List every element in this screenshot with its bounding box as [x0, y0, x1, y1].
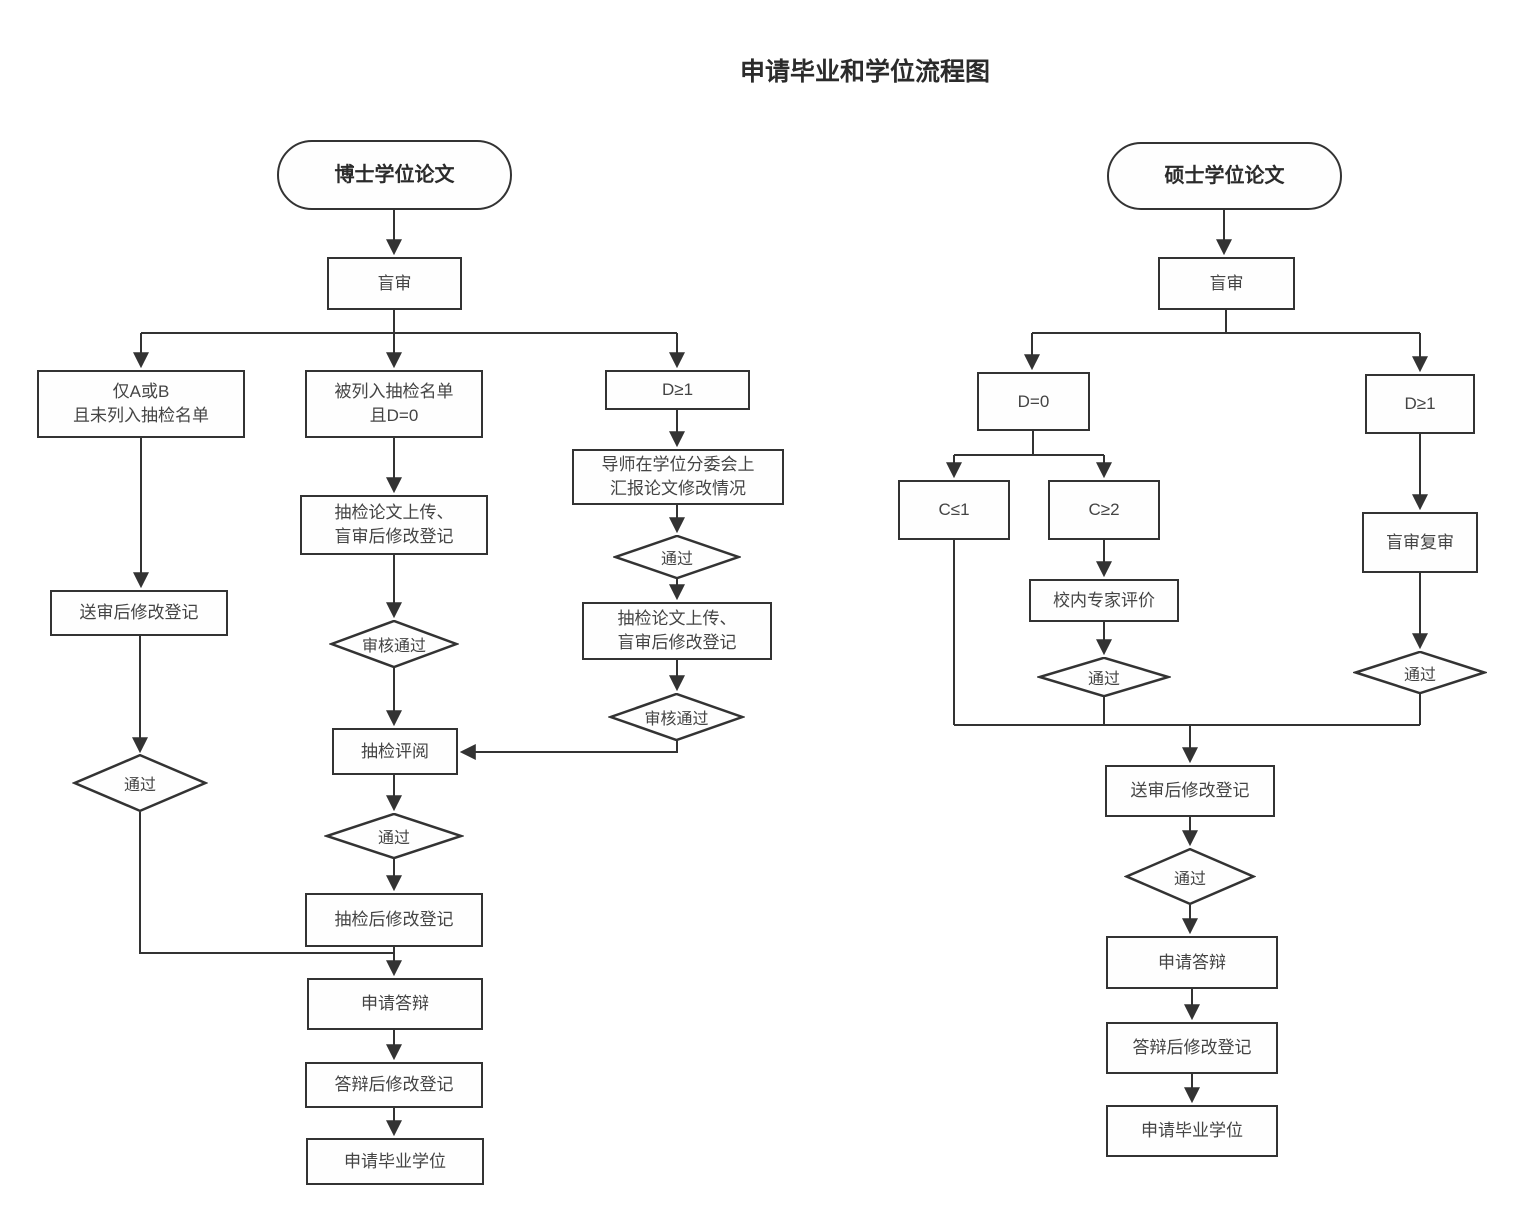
node-after-defense-reg-master: 答辩后修改登记 [1106, 1022, 1278, 1074]
send-review-reg-doctor-label: 送审后修改登记 [79, 603, 199, 623]
check-pass-right-label: 审核通过 [644, 711, 709, 728]
node-expert-eval: 校内专家评价 [1029, 579, 1179, 622]
node-apply-defense-master: 申请答辩 [1106, 936, 1278, 989]
decision-check-pass-right: 审核通过 [608, 693, 745, 741]
send-review-reg-master-label: 送审后修改登记 [1130, 781, 1250, 801]
apply-defense-master-label: 申请答辩 [1158, 952, 1226, 972]
apply-defense-doctor-label: 申请答辩 [361, 994, 429, 1014]
pass-after-review-label: 通过 [377, 830, 410, 847]
node-send-review-reg-doctor: 送审后修改登记 [50, 590, 228, 636]
after-defense-reg-doctor-label: 答辩后修改登记 [334, 1075, 454, 1095]
apply-degree-doctor-label: 申请毕业学位 [344, 1151, 446, 1171]
doctor-thesis-start-label: 博士学位论文 [334, 164, 455, 186]
check-pass-mid-label: 审核通过 [361, 638, 426, 655]
pass-left-label: 通过 [123, 777, 156, 794]
d-equals-0-label: D=0 [1017, 391, 1050, 411]
node-apply-defense-doctor: 申请答辩 [307, 978, 483, 1030]
decision-pass-after-review: 通过 [324, 813, 464, 859]
master-thesis-start-label: 硕士学位论文 [1164, 165, 1285, 187]
pass-recheck-label: 通过 [1403, 666, 1436, 684]
c-ge-2-label: C≥2 [1088, 500, 1120, 520]
apply-degree-master-label: 申请毕业学位 [1141, 1121, 1243, 1141]
node-doctor-thesis-start: 博士学位论文 [277, 140, 512, 210]
node-branch-d-ge-1: D≥1 [605, 370, 750, 410]
node-apply-degree-master: 申请毕业学位 [1106, 1105, 1278, 1157]
doctor-blind-review-label: 盲审 [377, 273, 412, 293]
c-le-1-label: C≤1 [938, 500, 970, 520]
node-after-spot-check-reg: 抽检后修改登记 [305, 893, 483, 947]
node-upload-mid: 抽检论文上传、 盲审后修改登记 [300, 495, 488, 555]
decision-pass-send-master: 通过 [1124, 848, 1256, 905]
node-d-ge-1-master: D≥1 [1365, 374, 1475, 434]
branch-only-ab-label: 仅A或B 且未列入抽检名单 [73, 382, 209, 425]
decision-pass-expert: 通过 [1037, 657, 1171, 697]
upload-mid-label: 抽检论文上传、 盲审后修改登记 [334, 503, 454, 546]
node-mentor-report: 导师在学位分委会上 汇报论文修改情况 [572, 449, 784, 505]
pass-send-master-label: 通过 [1173, 870, 1206, 888]
node-blind-recheck: 盲审复审 [1362, 512, 1478, 573]
node-spot-check-review: 抽检评阅 [332, 728, 458, 775]
node-upload-right: 抽检论文上传、 盲审后修改登记 [582, 602, 772, 660]
decision-pass-after-mentor: 通过 [613, 535, 741, 579]
pass-after-mentor-label: 通过 [660, 551, 693, 568]
connector-lines [139, 310, 1421, 954]
node-after-defense-reg-doctor: 答辩后修改登记 [305, 1062, 483, 1108]
branch-d-ge-1-label: D≥1 [661, 380, 694, 400]
mentor-report-label: 导师在学位分委会上 汇报论文修改情况 [601, 455, 755, 498]
node-doctor-blind-review: 盲审 [327, 257, 462, 310]
blind-recheck-label: 盲审复审 [1386, 532, 1454, 552]
page-title: 申请毕业和学位流程图 [739, 58, 990, 86]
master-blind-review-label: 盲审 [1209, 273, 1244, 293]
branch-listed-d0-label: 被列入抽检名单 且D=0 [334, 382, 454, 425]
node-c-le-1: C≤1 [898, 480, 1010, 540]
node-branch-only-ab: 仅A或B 且未列入抽检名单 [37, 370, 245, 438]
node-c-ge-2: C≥2 [1048, 480, 1160, 540]
spot-check-review-label: 抽检评阅 [361, 741, 429, 761]
after-spot-check-reg-label: 抽检后修改登记 [334, 910, 454, 930]
decision-pass-recheck: 通过 [1353, 651, 1487, 694]
node-apply-degree-doctor: 申请毕业学位 [306, 1138, 484, 1185]
after-defense-reg-master-label: 答辩后修改登记 [1132, 1038, 1252, 1058]
pass-expert-label: 通过 [1087, 671, 1120, 688]
node-master-blind-review: 盲审 [1158, 257, 1295, 310]
node-send-review-reg-master: 送审后修改登记 [1105, 765, 1275, 817]
node-master-thesis-start: 硕士学位论文 [1107, 142, 1342, 210]
node-d-equals-0: D=0 [977, 372, 1090, 431]
node-branch-listed-d0: 被列入抽检名单 且D=0 [305, 370, 483, 438]
decision-check-pass-mid: 审核通过 [329, 620, 459, 668]
decision-pass-left: 通过 [72, 754, 208, 812]
upload-right-label: 抽检论文上传、 盲审后修改登记 [617, 609, 737, 652]
d-ge-1-master-label: D≥1 [1404, 394, 1436, 414]
expert-eval-label: 校内专家评价 [1053, 590, 1155, 610]
